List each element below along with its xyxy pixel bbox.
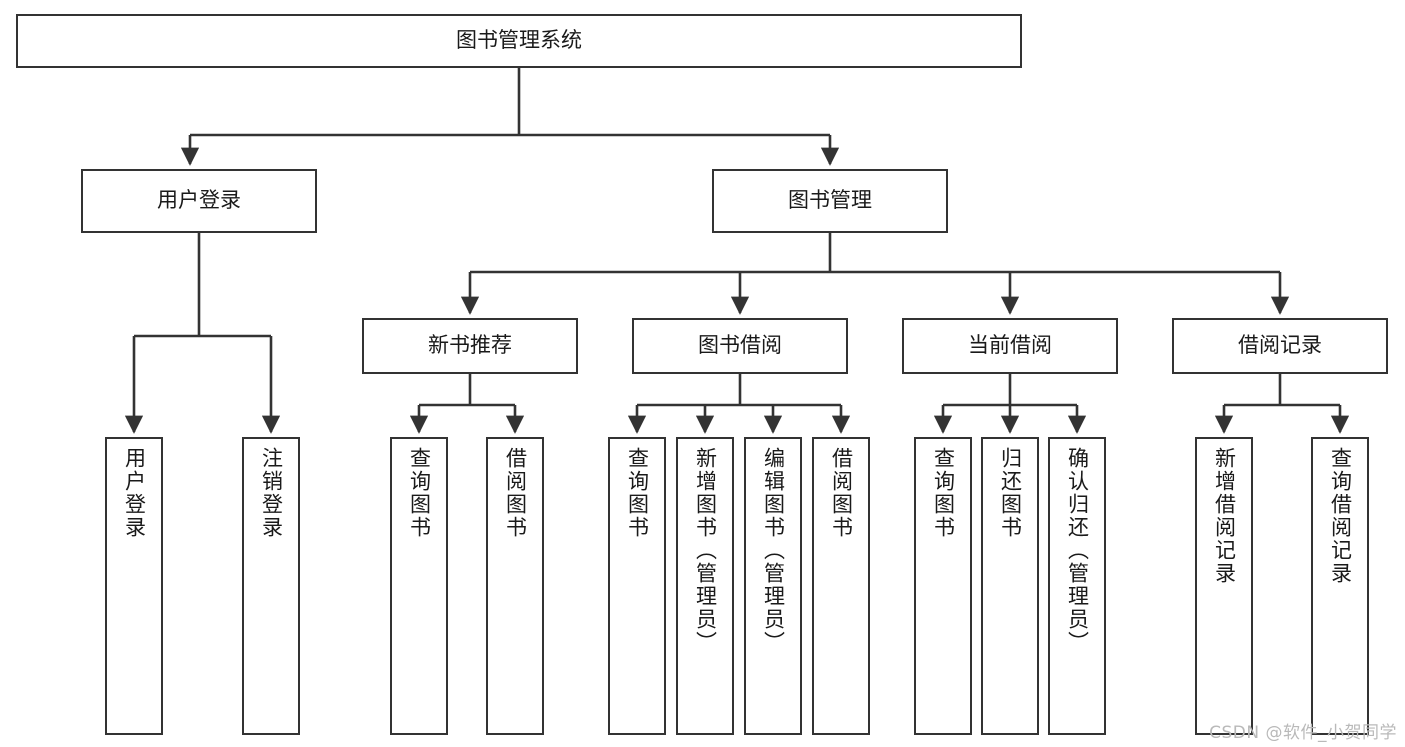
- leaf-query-book-borrow[interactable]: 查询图书: [608, 437, 666, 735]
- node-label: 新增图书（管理员）: [693, 447, 718, 654]
- node-root-book-management-system[interactable]: 图书管理系统: [16, 14, 1022, 68]
- leaf-confirm-return-admin[interactable]: 确认归还（管理员）: [1048, 437, 1106, 735]
- leaf-return-book[interactable]: 归还图书: [981, 437, 1039, 735]
- node-label: 查询图书: [407, 447, 432, 539]
- node-book-borrow[interactable]: 图书借阅: [632, 318, 848, 374]
- node-current-borrow[interactable]: 当前借阅: [902, 318, 1118, 374]
- leaf-query-book-current[interactable]: 查询图书: [914, 437, 972, 735]
- node-label: 用户登录: [157, 188, 241, 213]
- leaf-add-borrow-record[interactable]: 新增借阅记录: [1195, 437, 1253, 735]
- node-label: 确认归还（管理员）: [1065, 447, 1090, 654]
- node-label: 图书管理系统: [456, 28, 582, 53]
- node-label: 新书推荐: [428, 333, 512, 358]
- node-label: 新增借阅记录: [1212, 447, 1237, 585]
- node-label: 查询借阅记录: [1328, 447, 1353, 585]
- node-label: 借阅记录: [1238, 333, 1322, 358]
- node-label: 查询图书: [931, 447, 956, 539]
- node-book-management[interactable]: 图书管理: [712, 169, 948, 233]
- node-label: 借阅图书: [829, 447, 854, 539]
- node-label: 图书管理: [788, 188, 872, 213]
- node-label: 当前借阅: [968, 333, 1052, 358]
- node-user-login[interactable]: 用户登录: [81, 169, 317, 233]
- node-label: 图书借阅: [698, 333, 782, 358]
- watermark-text: CSDN @软件_小贺同学: [1209, 723, 1397, 743]
- node-borrow-record[interactable]: 借阅记录: [1172, 318, 1388, 374]
- leaf-query-borrow-record[interactable]: 查询借阅记录: [1311, 437, 1369, 735]
- node-label: 注销登录: [259, 447, 284, 539]
- leaf-query-book-newbook[interactable]: 查询图书: [390, 437, 448, 735]
- node-label: 归还图书: [998, 447, 1023, 539]
- leaf-user-login[interactable]: 用户登录: [105, 437, 163, 735]
- leaf-logout[interactable]: 注销登录: [242, 437, 300, 735]
- leaf-add-book-admin[interactable]: 新增图书（管理员）: [676, 437, 734, 735]
- node-label: 编辑图书（管理员）: [761, 447, 786, 654]
- node-label: 借阅图书: [503, 447, 528, 539]
- leaf-borrow-book-newbook[interactable]: 借阅图书: [486, 437, 544, 735]
- node-label: 查询图书: [625, 447, 650, 539]
- node-label: 用户登录: [122, 447, 147, 539]
- leaf-edit-book-admin[interactable]: 编辑图书（管理员）: [744, 437, 802, 735]
- node-new-book-recommend[interactable]: 新书推荐: [362, 318, 578, 374]
- leaf-borrow-book[interactable]: 借阅图书: [812, 437, 870, 735]
